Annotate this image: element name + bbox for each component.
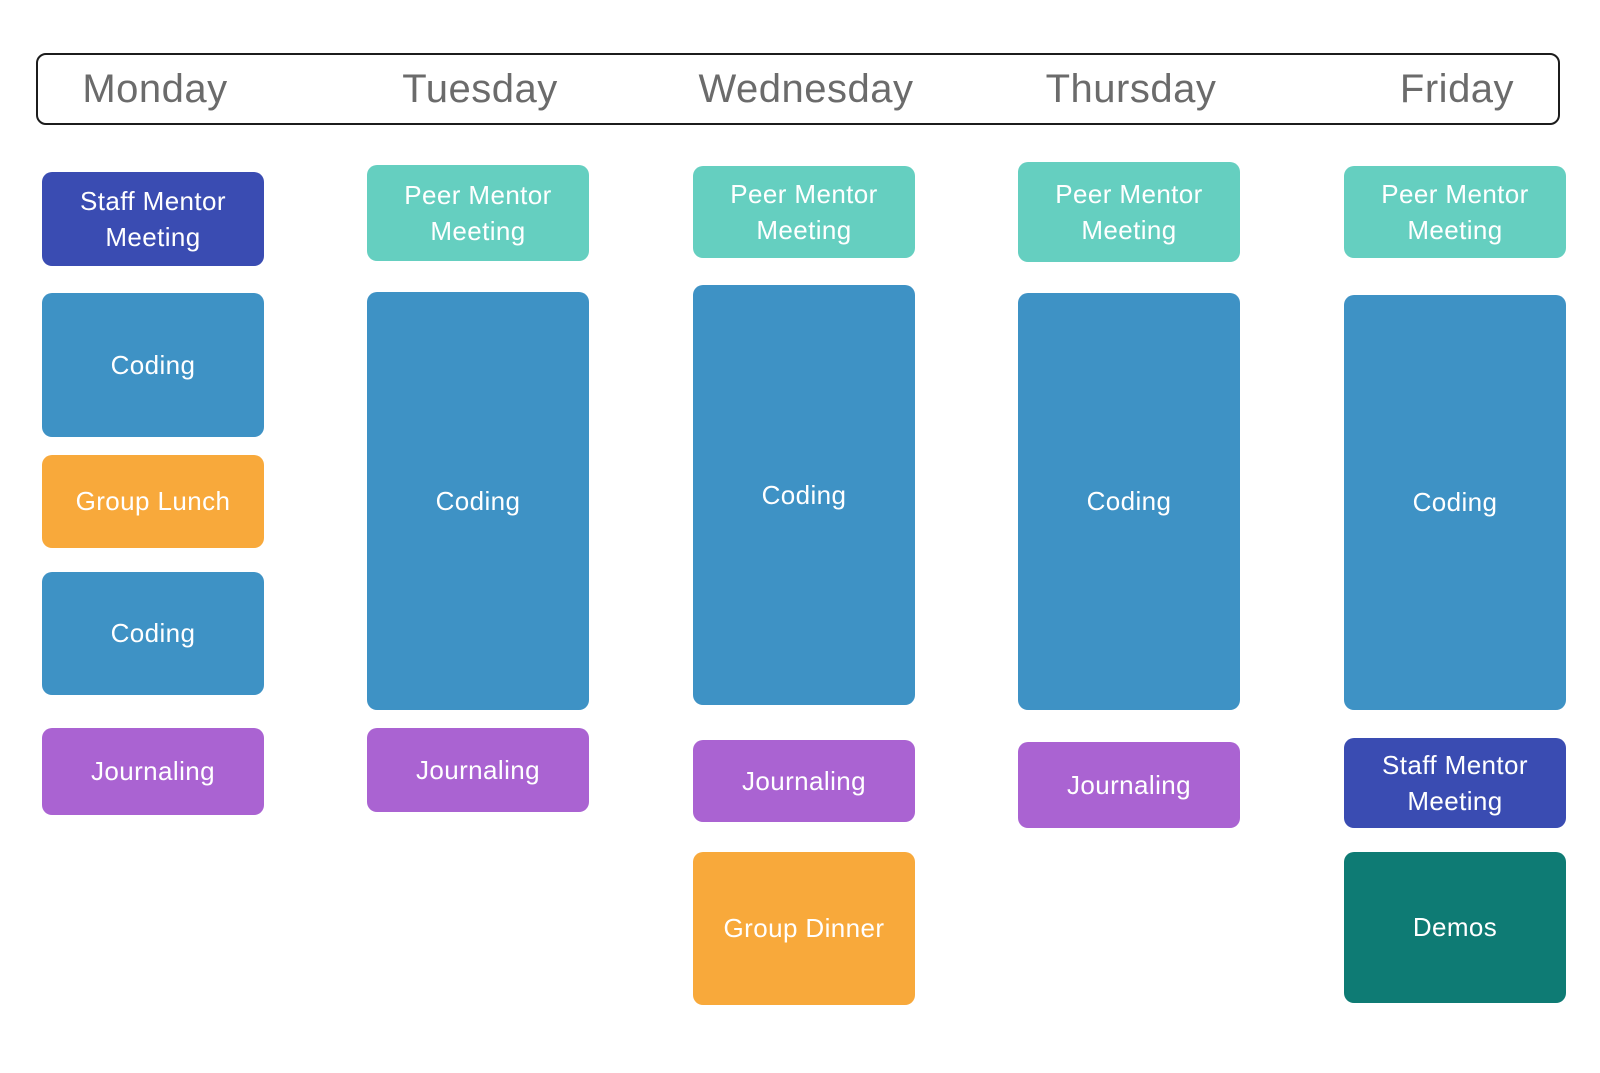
day-label-tuesday: Tuesday xyxy=(402,67,558,111)
event-coding: Coding xyxy=(693,285,915,705)
event-label: Staff Mentor Meeting xyxy=(1382,749,1528,816)
day-label-wednesday: Wednesday xyxy=(698,67,914,111)
event-label: Peer Mentor Meeting xyxy=(1381,178,1529,245)
event-demos: Demos xyxy=(1344,852,1566,1003)
event-label: Peer Mentor Meeting xyxy=(404,179,552,246)
event-peer-mentor-meeting: Peer Mentor Meeting xyxy=(1344,166,1566,258)
day-label-monday: Monday xyxy=(82,67,228,111)
event-label: Journaling xyxy=(742,765,866,796)
event-journaling: Journaling xyxy=(367,728,589,812)
event-coding: Coding xyxy=(1018,293,1240,710)
event-journaling: Journaling xyxy=(693,740,915,822)
event-coding: Coding xyxy=(367,292,589,710)
event-label: Journaling xyxy=(91,756,215,787)
event-label: Demos xyxy=(1412,912,1498,943)
event-label: Journaling xyxy=(1067,769,1191,800)
event-peer-mentor-meeting: Peer Mentor Meeting xyxy=(367,165,589,261)
event-coding: Coding xyxy=(1344,295,1566,710)
event-label: Coding xyxy=(761,479,847,510)
event-staff-mentor-meeting: Staff Mentor Meeting xyxy=(1344,738,1566,828)
event-peer-mentor-meeting: Peer Mentor Meeting xyxy=(693,166,915,258)
event-coding: Coding xyxy=(42,572,264,695)
event-label: Journaling xyxy=(416,754,540,785)
event-journaling: Journaling xyxy=(42,728,264,815)
event-label: Coding xyxy=(1412,487,1498,518)
event-label: Peer Mentor Meeting xyxy=(730,178,878,245)
event-label: Coding xyxy=(1086,486,1172,517)
event-label: Group Lunch xyxy=(75,486,231,517)
week-header: Monday Tuesday Wednesday Thursday Friday xyxy=(36,53,1560,125)
event-label: Coding xyxy=(110,349,196,380)
event-staff-mentor-meeting: Staff Mentor Meeting xyxy=(42,172,264,266)
day-label-friday: Friday xyxy=(1399,67,1515,111)
day-label-thursday: Thursday xyxy=(1045,67,1217,111)
event-peer-mentor-meeting: Peer Mentor Meeting xyxy=(1018,162,1240,262)
event-group-lunch: Group Lunch xyxy=(42,455,264,548)
event-label: Peer Mentor Meeting xyxy=(1055,178,1203,245)
event-group-dinner: Group Dinner xyxy=(693,852,915,1005)
event-label: Staff Mentor Meeting xyxy=(80,185,226,252)
event-journaling: Journaling xyxy=(1018,742,1240,828)
event-label: Group Dinner xyxy=(723,913,885,944)
event-label: Coding xyxy=(435,485,521,516)
event-coding: Coding xyxy=(42,293,264,437)
event-label: Coding xyxy=(110,618,196,649)
